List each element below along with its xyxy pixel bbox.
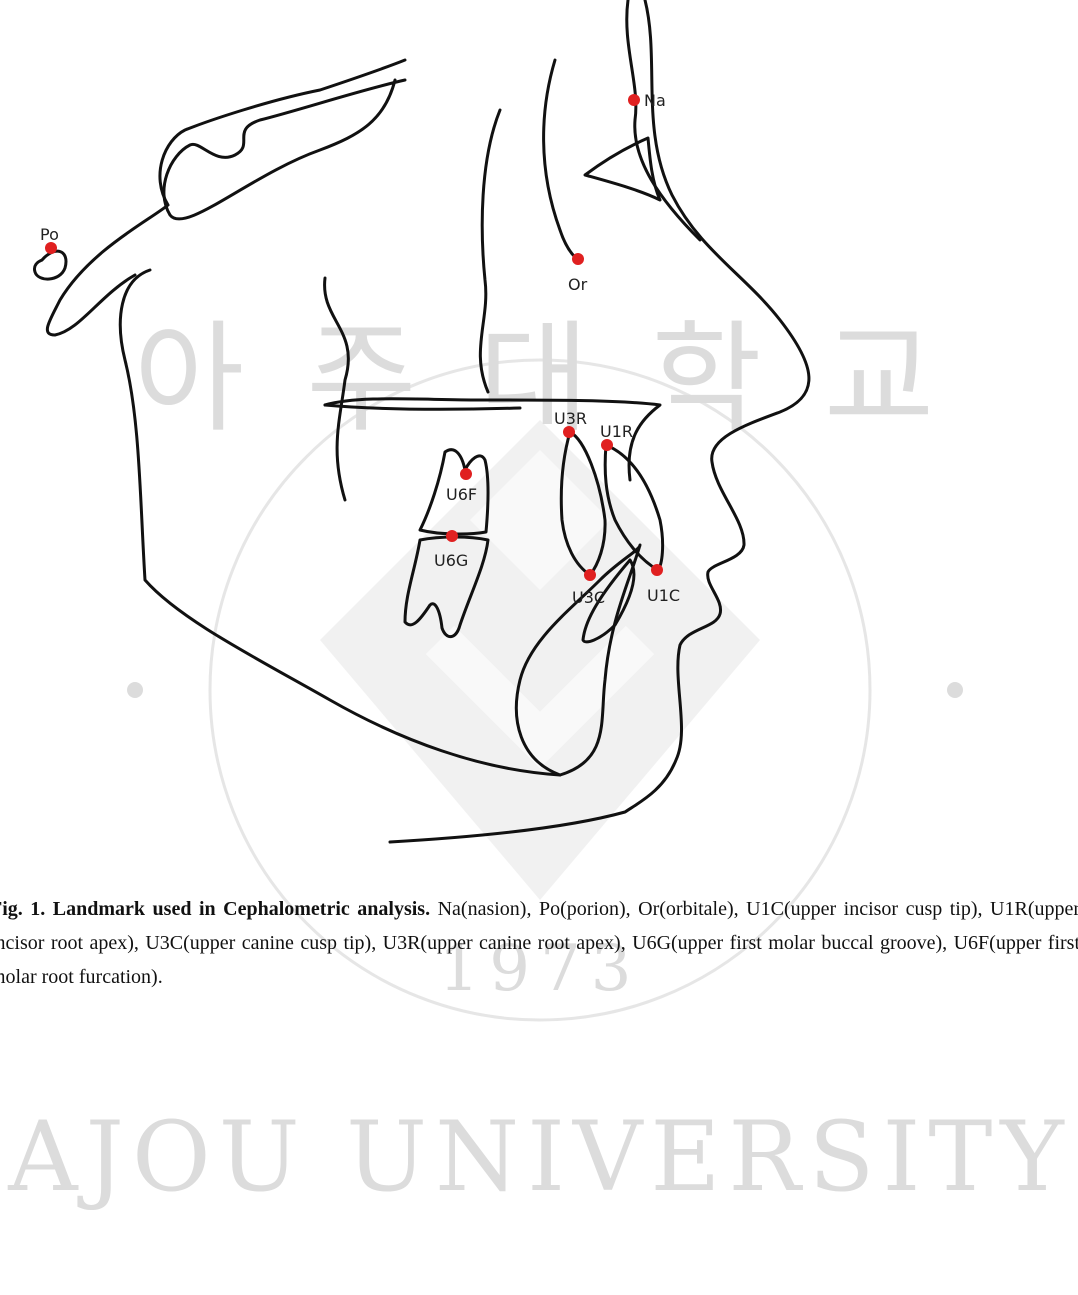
landmark-na-dot	[628, 94, 640, 106]
seal-bottom-text: AJOU UNIVERSITY	[7, 1101, 1072, 1213]
landmark-u6g-dot	[446, 530, 458, 542]
figure-caption: Fig. 1. Landmark used in Cephalometric a…	[0, 892, 1078, 994]
tracing-lines	[34, 0, 808, 842]
cephalometric-tracing: Na Po Or U3R U1R U6F U6G U3C U1C	[0, 0, 1078, 880]
symphysis	[516, 545, 640, 775]
mandible-ramus	[120, 270, 560, 775]
landmark-u3c-label: U3C	[572, 588, 605, 607]
landmarks: Na Po Or U3R U1R U6F U6G U3C U1C	[40, 91, 680, 607]
landmark-u3c-dot	[584, 569, 596, 581]
caption-title: Fig. 1. Landmark used in Cephalometric a…	[0, 898, 430, 920]
anterior-cranial-line	[480, 110, 500, 392]
soft-tissue-profile	[390, 0, 809, 842]
nasal-bone	[627, 0, 700, 240]
orbital-rim	[544, 60, 578, 260]
landmark-u6g-label: U6G	[434, 551, 468, 570]
landmark-na-label: Na	[644, 91, 666, 110]
landmark-u6f-dot	[460, 468, 472, 480]
landmark-u1r-label: U1R	[600, 422, 633, 441]
upper-incisor	[605, 445, 662, 570]
landmark-u1c-label: U1C	[647, 586, 680, 605]
pterygoid-line	[325, 278, 349, 500]
landmark-po-label: Po	[40, 225, 59, 244]
landmark-or-label: Or	[568, 275, 588, 294]
upper-canine	[561, 432, 605, 575]
palate-upper	[325, 405, 520, 409]
ear-circle	[34, 251, 66, 279]
landmark-u6f-label: U6F	[446, 485, 477, 504]
orbit-triangle	[585, 138, 660, 200]
landmark-u1c-dot	[651, 564, 663, 576]
landmark-or-dot	[572, 253, 584, 265]
cranial-base	[164, 80, 405, 219]
landmark-u3r-label: U3R	[554, 409, 587, 428]
